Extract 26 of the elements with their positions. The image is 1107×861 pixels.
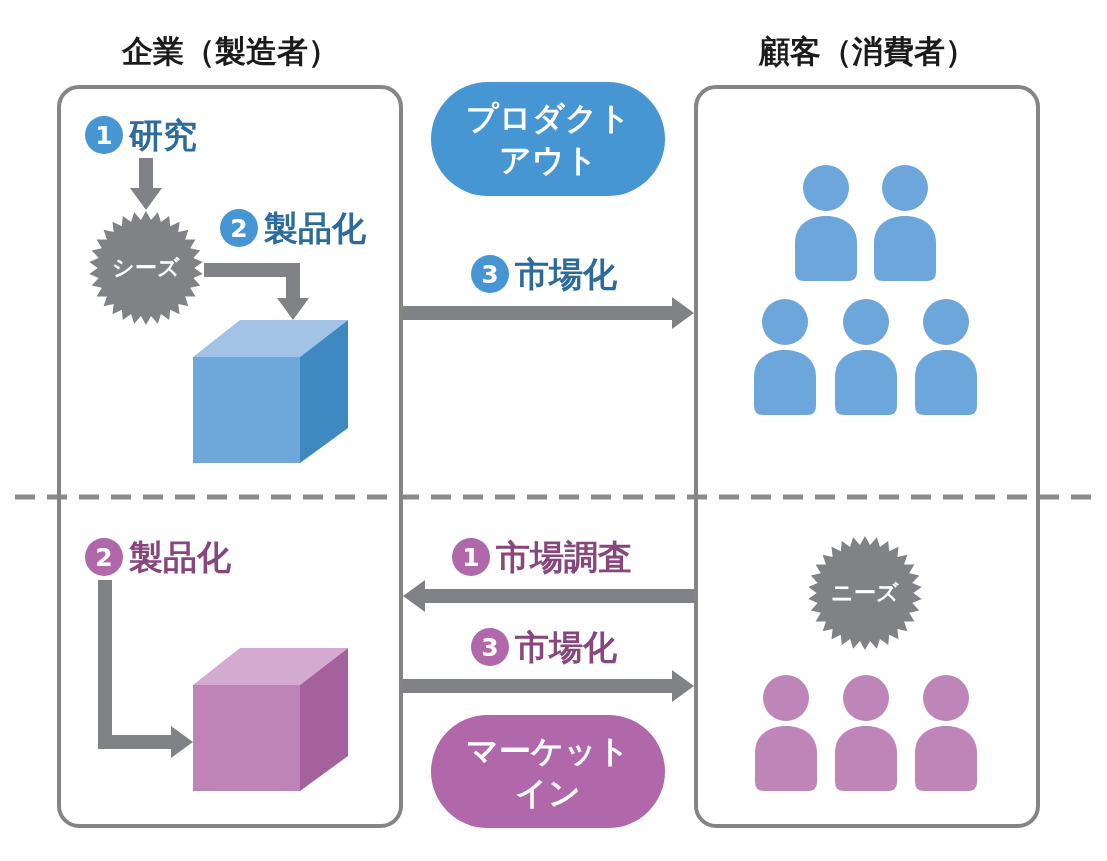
step-number: 1 [85, 116, 123, 154]
arrow [98, 580, 193, 758]
step-label: 製品化 [129, 535, 231, 579]
starburst: ニーズ [807, 535, 923, 651]
arrow [403, 297, 694, 329]
step-label: 市場化 [515, 625, 617, 669]
step-number: 2 [220, 209, 258, 247]
starburst: シーズ [88, 210, 204, 326]
cube-illustration [193, 320, 348, 463]
concept-pill: マーケットイン [431, 715, 665, 828]
panel-heading: 顧客（消費者） [758, 33, 976, 71]
arrow [204, 263, 309, 320]
step-label: 研究 [129, 113, 197, 157]
step-number: 3 [471, 255, 509, 293]
arrow [403, 670, 694, 702]
step-label: 市場調査 [496, 535, 632, 579]
arrow [403, 580, 694, 612]
concept-pill: プロダクトアウト [431, 82, 665, 196]
step-label: 市場化 [515, 252, 617, 296]
step-number: 1 [452, 538, 490, 576]
step-label: 製品化 [264, 206, 366, 250]
step-number: 3 [471, 628, 509, 666]
panel-heading: 企業（製造者） [121, 33, 339, 71]
step-number: 2 [85, 538, 123, 576]
arrow [130, 158, 162, 210]
cube-illustration [193, 648, 348, 791]
